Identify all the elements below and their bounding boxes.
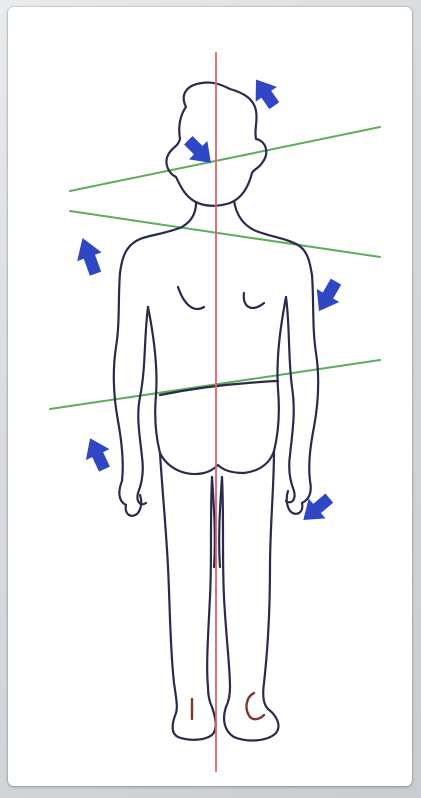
inner-thigh-left <box>212 477 215 567</box>
arrow-icon <box>78 433 116 475</box>
arrow-icon <box>179 131 220 172</box>
arrow-icon <box>245 72 285 113</box>
inner-thigh-right <box>219 477 222 567</box>
left-torso <box>148 307 160 453</box>
posture-diagram <box>8 7 412 786</box>
right-arm-inner <box>286 297 295 502</box>
left-foot <box>173 707 216 740</box>
right-heel-mark <box>247 693 264 719</box>
right-scapula <box>244 293 264 308</box>
head-level-line <box>70 127 380 191</box>
left-arm-inner <box>137 307 148 504</box>
left-scapula <box>178 287 204 309</box>
shoulder-level-line <box>70 211 380 257</box>
left-shoulder <box>120 203 196 273</box>
arrow-icon <box>70 234 107 279</box>
right-arm-outer <box>302 275 318 503</box>
right-foot <box>224 707 278 740</box>
pelvis-level-line <box>50 360 380 409</box>
buttocks <box>160 451 274 474</box>
left-hand <box>126 495 142 516</box>
left-leg-outer <box>160 453 177 713</box>
right-leg-inner <box>222 477 230 707</box>
figure-card <box>8 7 412 786</box>
rotation-arrows <box>70 72 347 530</box>
foot-marks <box>192 693 264 719</box>
left-leg-inner <box>207 477 212 707</box>
right-leg-outer <box>263 451 274 709</box>
left-arm-outer <box>114 273 126 505</box>
